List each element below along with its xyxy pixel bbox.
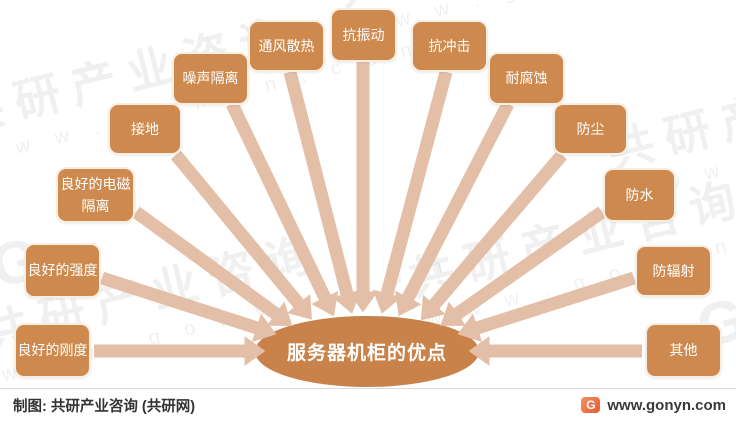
credit-text: 制图: 共研产业咨询 (共研网)	[13, 398, 196, 415]
node-anti-vibration: 抗振动	[330, 8, 397, 62]
node-label: 防尘	[576, 120, 605, 137]
arrow-noise-isolation	[226, 101, 339, 317]
node-label: 防辐射	[652, 262, 695, 279]
node-label: 通风散热	[258, 37, 315, 54]
center-topic-label: 服务器机柜的优点	[286, 343, 447, 364]
node-label: 噪声隔离	[182, 70, 239, 87]
arrow-emi-shielding	[132, 206, 293, 327]
site-link[interactable]: G www.gonyn.com	[581, 397, 726, 414]
node-label: 良好的刚度	[17, 342, 88, 359]
node-label: 防水	[625, 186, 654, 203]
node-good-rigidity: 良好的刚度	[14, 323, 91, 378]
node-grounding: 接地	[108, 103, 182, 155]
node-ventilation: 通风散热	[248, 20, 325, 72]
node-radiation-proof: 防辐射	[635, 245, 712, 297]
arrow-corrosion-resistance	[395, 101, 514, 317]
arrow-anti-shock	[372, 70, 453, 314]
footer-bar: 制图: 共研产业咨询 (共研网) G www.gonyn.com	[0, 389, 736, 421]
node-label: 抗振动	[342, 26, 385, 43]
arrow-radiation-proof	[457, 271, 636, 343]
node-label: 良好的电磁隔离	[60, 175, 131, 214]
center-topic-ellipse: 服务器机柜的优点	[255, 316, 479, 387]
arrow-waterproof	[440, 206, 606, 326]
node-noise-isolation: 噪声隔离	[172, 52, 249, 105]
footer-divider	[0, 388, 736, 389]
node-corrosion-resistance: 耐腐蚀	[488, 52, 565, 105]
arrow-ventilation	[283, 70, 362, 314]
node-label: 良好的强度	[27, 262, 98, 279]
arrow-dustproof	[420, 150, 567, 321]
watermark-brand-text: 共研产业咨询	[602, 43, 736, 179]
node-anti-shock: 抗冲击	[411, 20, 488, 72]
gonyn-logo-icon: G	[581, 397, 601, 413]
arrow-grounding	[170, 150, 312, 320]
node-label: 接地	[131, 120, 159, 137]
watermark-url-text: w w w . g o n y n . c o m	[347, 0, 736, 44]
site-url-text: www.gonyn.com	[607, 396, 726, 414]
node-good-strength: 良好的强度	[24, 243, 101, 298]
node-label: 抗冲击	[428, 37, 471, 54]
node-others: 其他	[645, 323, 722, 378]
arrow-good-strength	[100, 271, 277, 343]
node-emi-shielding: 良好的电磁隔离	[56, 167, 135, 223]
node-waterproof: 防水	[603, 168, 676, 222]
watermark-tile: 共研产业咨询 w w w . g o n y n . c o m	[400, 131, 736, 334]
node-label: 其他	[669, 342, 698, 359]
node-dustproof: 防尘	[553, 103, 628, 155]
node-label: 耐腐蚀	[505, 70, 548, 87]
